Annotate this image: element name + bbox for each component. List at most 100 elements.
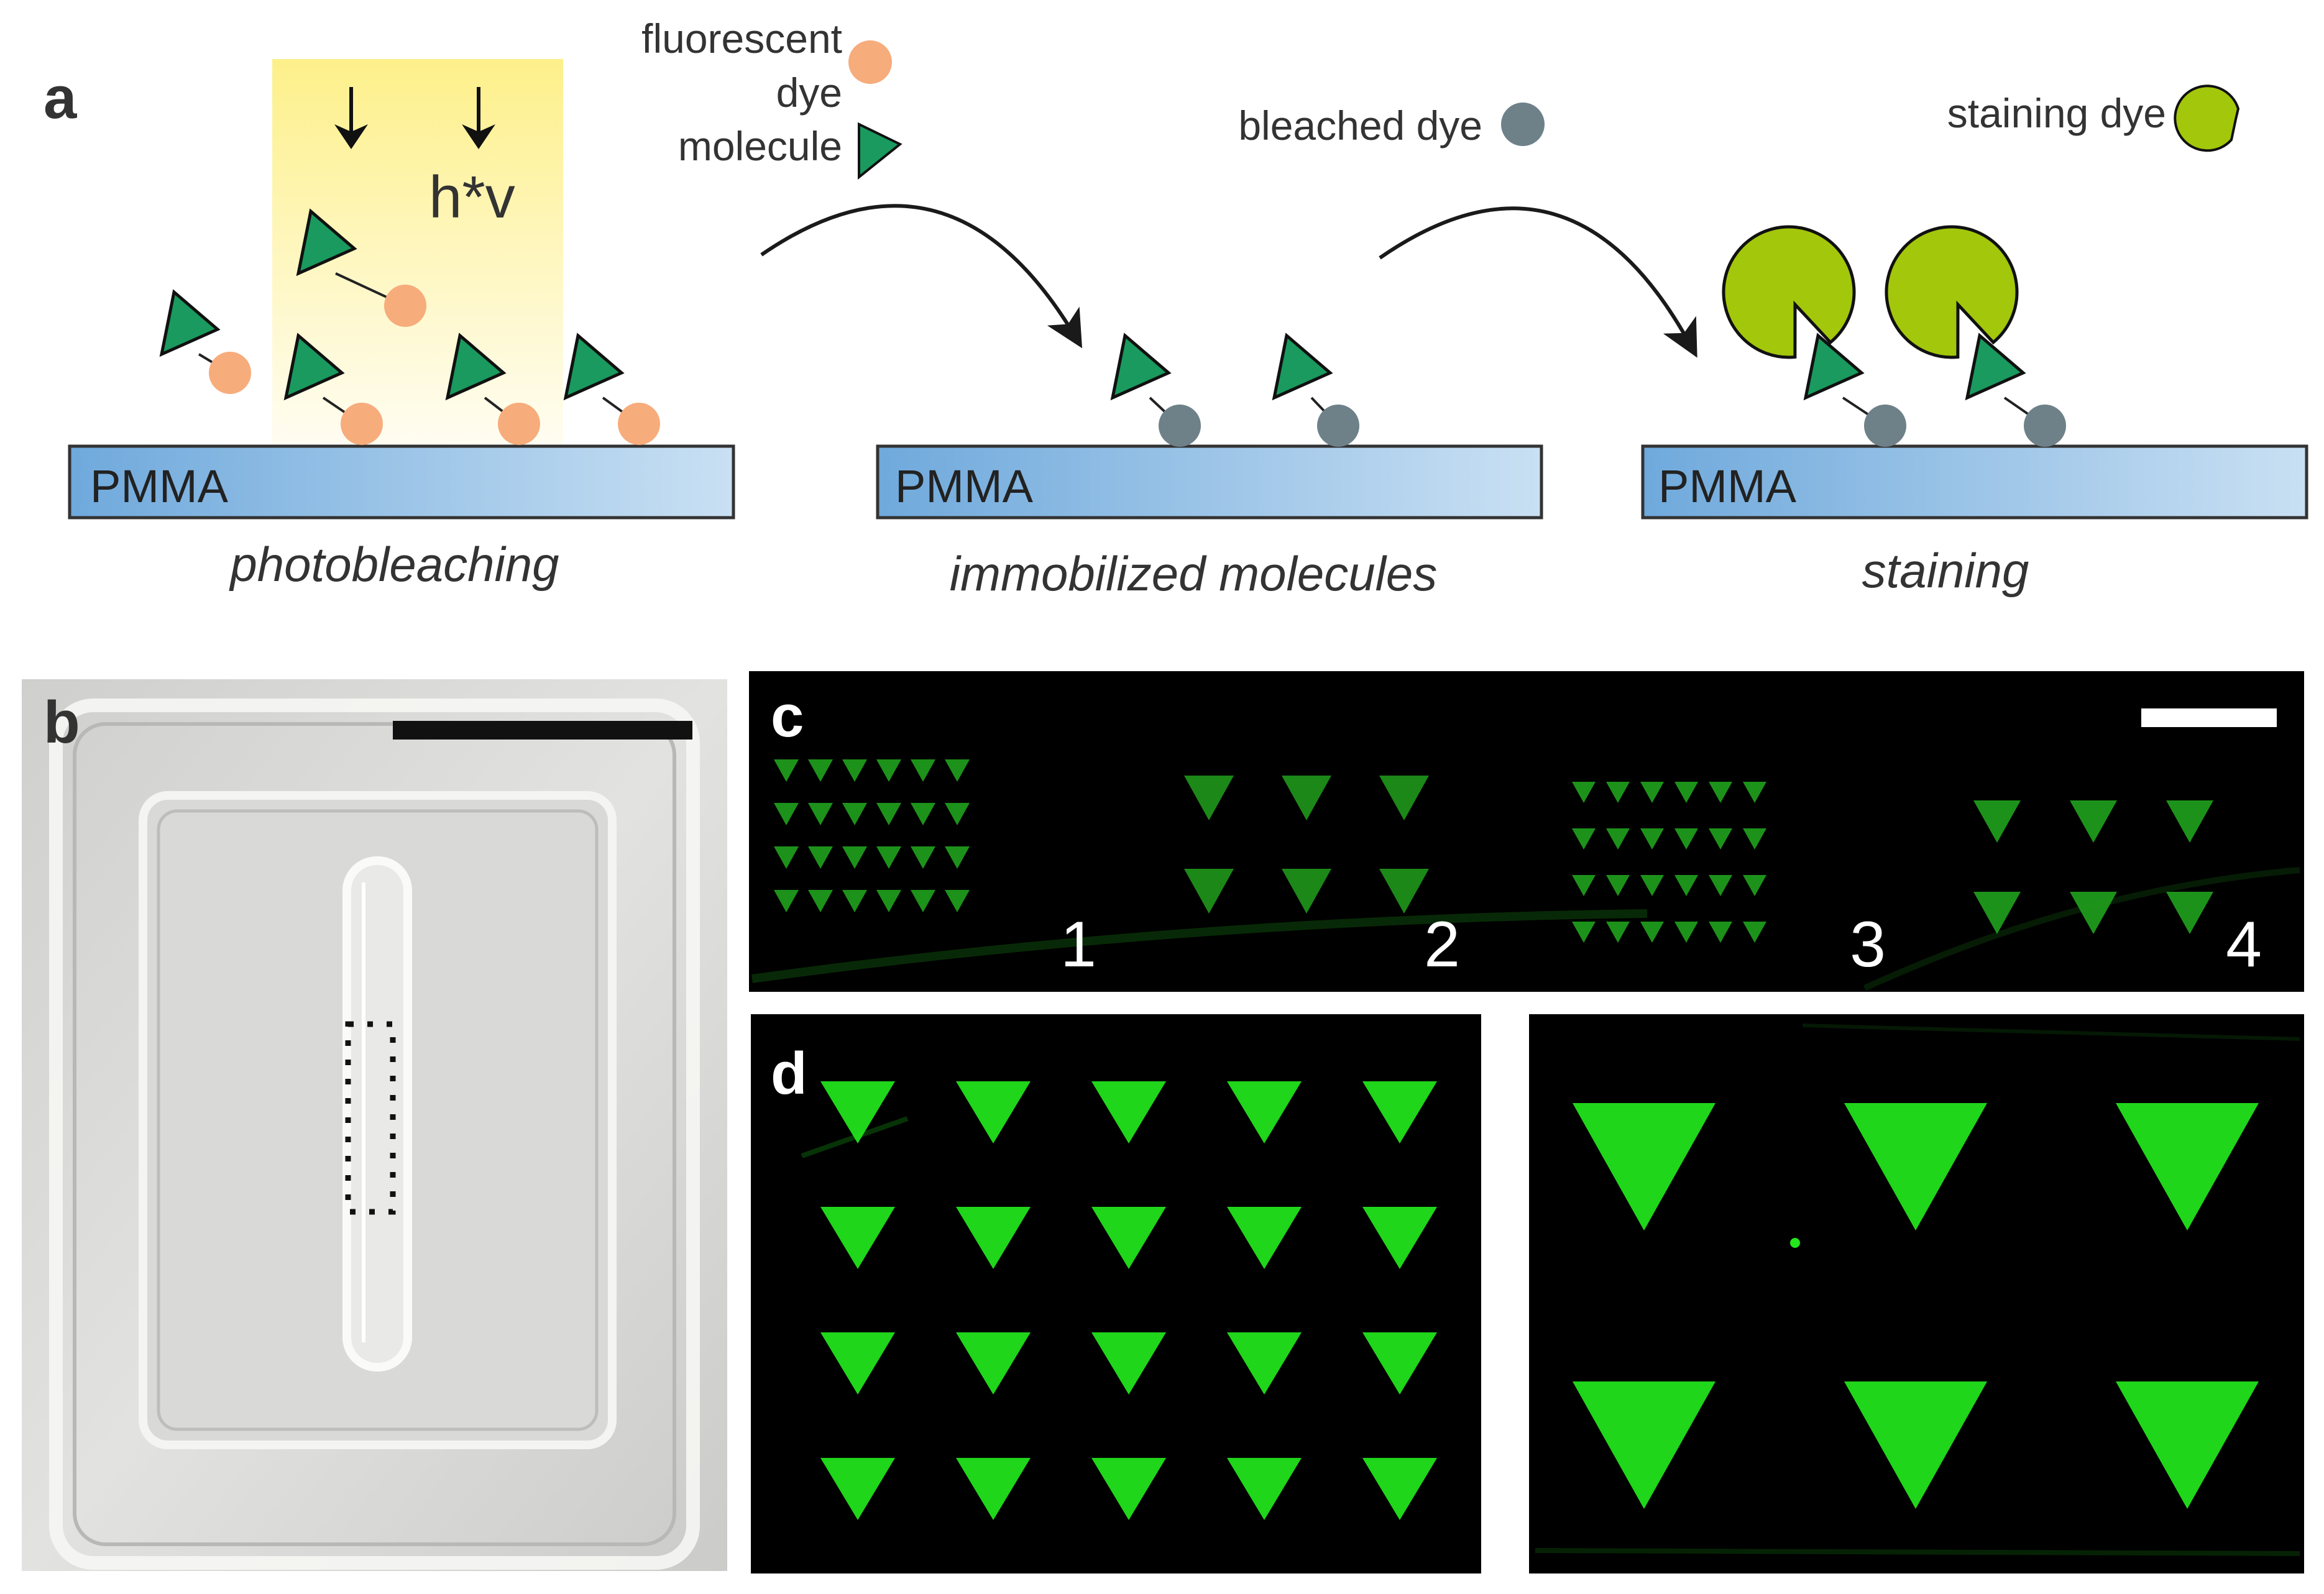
c-pattern-1-triangle bbox=[911, 803, 935, 825]
c-pattern-2-triangle bbox=[1379, 776, 1429, 820]
c-pattern-4-triangle bbox=[2070, 800, 2117, 843]
d-left-triangle bbox=[1091, 1207, 1166, 1269]
molecule-triangle bbox=[1965, 332, 2026, 401]
panel-b: b bbox=[22, 679, 727, 1571]
legend-molecule: molecule bbox=[678, 123, 842, 169]
c-pattern-3-triangle bbox=[1674, 782, 1698, 803]
dye-labeled-molecule bbox=[563, 332, 660, 445]
c-pattern-2-triangle bbox=[1379, 869, 1429, 914]
legend-bleached: bleached dye bbox=[1238, 103, 1482, 149]
c-pattern-3-triangle bbox=[1709, 875, 1732, 896]
c-pattern-3-triangle bbox=[1640, 875, 1664, 896]
c-pattern-3-triangle bbox=[1743, 875, 1766, 896]
c-pattern-3-triangle bbox=[1572, 875, 1596, 896]
panel-c-label: c bbox=[771, 683, 804, 749]
c-pattern-3-triangle bbox=[1743, 828, 1766, 850]
molecule-triangle bbox=[1110, 332, 1172, 401]
d-left-triangle bbox=[820, 1332, 895, 1395]
bleached-dye bbox=[1864, 405, 1906, 447]
c-pattern-2-triangle bbox=[1184, 776, 1234, 820]
c-pattern-3-triangle bbox=[1709, 782, 1732, 803]
fluorescent-dye bbox=[209, 352, 251, 394]
d-right-triangle bbox=[1573, 1103, 1715, 1230]
c-pattern-3-triangle bbox=[1640, 828, 1664, 850]
molecule-triangle bbox=[296, 208, 357, 277]
substrate-2-label: PMMA bbox=[895, 460, 1034, 512]
c-pattern-1-triangle bbox=[945, 890, 970, 912]
staining-dye-icon bbox=[2174, 85, 2240, 152]
c-pattern-1-triangle bbox=[945, 846, 970, 869]
d-right-triangle bbox=[1844, 1381, 1987, 1509]
d-left-triangle bbox=[1362, 1081, 1437, 1143]
c-pattern-4-triangle bbox=[1973, 892, 2021, 934]
d-left-triangle bbox=[956, 1332, 1031, 1395]
c-pattern-2-triangle bbox=[1282, 776, 1331, 820]
d-left-triangle bbox=[1227, 1081, 1302, 1143]
dye-labeled-molecule bbox=[296, 208, 426, 327]
chip-outer-rim-shadow bbox=[73, 722, 676, 1546]
c-pattern-1-triangle bbox=[842, 759, 867, 782]
fiber-streak bbox=[751, 909, 1648, 983]
d-right-triangle bbox=[1844, 1103, 1987, 1230]
bleached-dye-icon bbox=[1501, 103, 1545, 146]
c-pattern-1-triangle bbox=[945, 759, 970, 782]
d-left-triangle bbox=[956, 1207, 1031, 1269]
c-pattern-1-triangle bbox=[808, 890, 833, 912]
fluorescent-dye bbox=[384, 285, 426, 327]
d-left-triangle bbox=[1362, 1458, 1437, 1520]
legend-fluorescent-line1: fluorescent bbox=[641, 16, 842, 62]
staining-dye bbox=[1722, 225, 1856, 359]
c-pattern-3-triangle bbox=[1572, 922, 1596, 943]
c-pattern-3-triangle bbox=[1709, 828, 1732, 850]
process-arrow-2 bbox=[1379, 206, 1697, 358]
d-left-triangle bbox=[1227, 1332, 1302, 1395]
dye-labeled-molecule bbox=[159, 289, 251, 394]
c-pattern-3-triangle bbox=[1743, 782, 1766, 803]
molecule-triangle bbox=[1272, 332, 1333, 401]
c-pattern-1-triangle bbox=[808, 803, 833, 825]
substrate-1 bbox=[68, 444, 735, 520]
c-pattern-3-triangle bbox=[1572, 828, 1596, 850]
step-caption-staining: staining bbox=[1862, 543, 2029, 598]
d-left-triangle bbox=[1227, 1207, 1302, 1269]
c-pattern-1-triangle bbox=[876, 846, 901, 869]
dye-labeled-molecule bbox=[1110, 332, 1201, 447]
dye-labeled-molecule bbox=[283, 332, 383, 445]
molecule-triangle bbox=[159, 289, 221, 357]
c-pattern-1-triangle bbox=[808, 846, 833, 869]
c-pattern-3-triangle bbox=[1674, 922, 1698, 943]
d-left-triangle bbox=[820, 1207, 895, 1269]
pattern-number-4: 4 bbox=[2226, 909, 2262, 981]
molecules-group bbox=[159, 208, 2066, 447]
down-arrow-icon bbox=[334, 87, 368, 149]
d-left-triangle bbox=[956, 1081, 1031, 1143]
c-pattern-3-triangle bbox=[1640, 782, 1664, 803]
d-left-triangle bbox=[1227, 1458, 1302, 1520]
panel-d: d bbox=[751, 1014, 2304, 1573]
micrograph-c bbox=[749, 671, 2304, 992]
d-left-triangle bbox=[956, 1458, 1031, 1520]
c-pattern-3-triangle bbox=[1674, 875, 1698, 896]
d-left-triangle bbox=[1362, 1332, 1437, 1395]
panel-c: c 1 2 3 4 bbox=[749, 671, 2304, 992]
legend-staining: staining dye bbox=[1947, 90, 2166, 136]
c-pattern-3-triangle bbox=[1640, 922, 1664, 943]
scale-bar-b bbox=[393, 721, 692, 740]
panel-a-label: a bbox=[44, 65, 77, 131]
c-pattern-3-triangle bbox=[1709, 922, 1732, 943]
substrate-3-label: PMMA bbox=[1658, 460, 1797, 512]
d-right-triangle bbox=[1573, 1381, 1715, 1509]
panel-a: a h*v fluorescent dye molecule bleached … bbox=[44, 16, 2308, 601]
c-patterns bbox=[774, 759, 2213, 943]
d-left-triangle bbox=[1091, 1332, 1166, 1395]
c-pattern-4-triangle bbox=[1973, 800, 2021, 843]
dye-labeled-molecule bbox=[1803, 332, 1906, 447]
c-pattern-1-triangle bbox=[842, 846, 867, 869]
dye-labeled-molecule bbox=[445, 332, 540, 445]
c-pattern-4-triangle bbox=[2166, 892, 2213, 934]
molecule-icon bbox=[858, 122, 903, 180]
c-pattern-1-triangle bbox=[911, 759, 935, 782]
staining-dye bbox=[1885, 225, 2019, 359]
c-pattern-1-triangle bbox=[774, 846, 799, 869]
